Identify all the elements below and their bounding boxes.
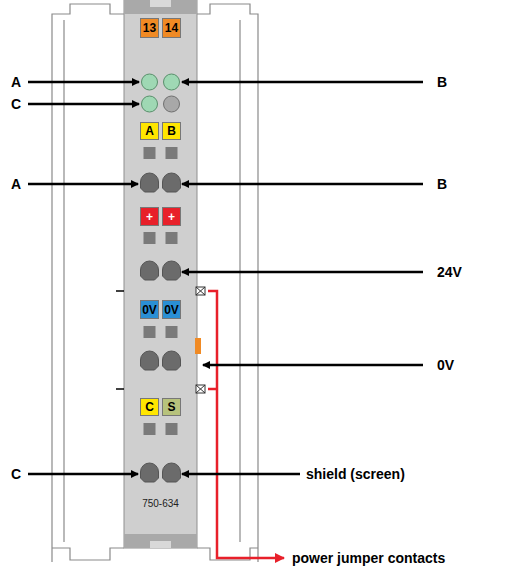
release-slot [144,423,156,435]
supply-tag: + [140,207,159,226]
tag-text: 13 [143,22,156,34]
supply-label: 24V [437,263,462,281]
supply-label: 0V [437,356,454,374]
channel-number: 14 [162,18,181,38]
jumper-contact [196,385,205,393]
neighbour-outline [239,20,240,542]
terminal-opening [141,261,159,280]
release-slot [166,147,178,159]
ground-tag: 0V [162,300,181,319]
led [164,96,180,112]
leader-arrows [28,82,423,474]
jumper-contacts [196,287,205,393]
signal-label: B [437,175,447,193]
separator-mark [116,388,124,390]
tag-text: C [145,401,154,413]
supply-tag: + [162,207,181,226]
channel-number: 13 [140,18,159,38]
release-slot [144,232,156,244]
terminals [141,173,181,482]
leader-arrow [182,81,423,84]
leader-arrow [182,473,300,476]
tag-text: B [167,125,176,137]
shield-tag: S [162,398,181,416]
signal-label: A [11,175,21,193]
terminal-opening [163,351,181,370]
tag-text: + [146,211,153,223]
module-number: 750-634 [124,498,197,510]
led [142,96,158,112]
signal-tag: B [162,122,181,140]
neighbour-outline [52,548,124,560]
housing-latch [150,541,171,548]
tag-text: + [168,211,175,223]
tag-text: 0V [164,304,179,316]
neighbour-outline [197,4,258,562]
terminal-opening [141,351,159,370]
tag-text: 0V [142,304,157,316]
ground-tag: 0V [140,300,159,319]
housing-latch [150,0,171,7]
led [164,74,180,90]
jumper-contact [196,385,205,393]
terminal-opening [141,463,159,482]
signal-label: A [11,73,21,91]
terminal-opening [163,173,181,192]
side-tab [195,338,201,354]
terminal-opening [163,261,181,280]
release-slot [166,326,178,338]
release-slot [166,423,178,435]
signal-label: B [437,73,447,91]
jumper-bracket [208,291,284,558]
terminal-opening [141,173,159,192]
terminal-opening [163,463,181,482]
neighbour-outline [63,20,64,542]
release-slot [144,326,156,338]
shield-label: shield (screen) [306,465,405,483]
leader-arrow [28,473,138,476]
neighbour-outline [52,4,124,562]
housing-top [124,0,197,14]
led [142,74,158,90]
tag-text: A [145,125,154,137]
leader-arrow [182,183,423,186]
leader-arrow [28,103,139,106]
separator-mark [116,290,124,292]
signal-tag: C [140,398,159,416]
tag-text: S [167,401,175,413]
jumper-label: power jumper contacts [292,549,445,567]
jumper-contact [196,287,205,295]
io-module: 750-634 13 14A B + +0V 0V C S [124,0,197,548]
signal-tag: A [140,122,159,140]
signal-label: C [11,95,21,113]
leader-arrow [203,364,423,367]
release-slot [144,147,156,159]
leader-arrow [182,271,423,274]
jumper-contact [196,287,205,295]
leader-arrow [28,81,139,84]
tag-text: 14 [165,22,178,34]
signal-label: C [11,465,21,483]
release-slot [166,232,178,244]
housing-bottom [124,534,197,548]
leader-arrow [28,183,138,186]
